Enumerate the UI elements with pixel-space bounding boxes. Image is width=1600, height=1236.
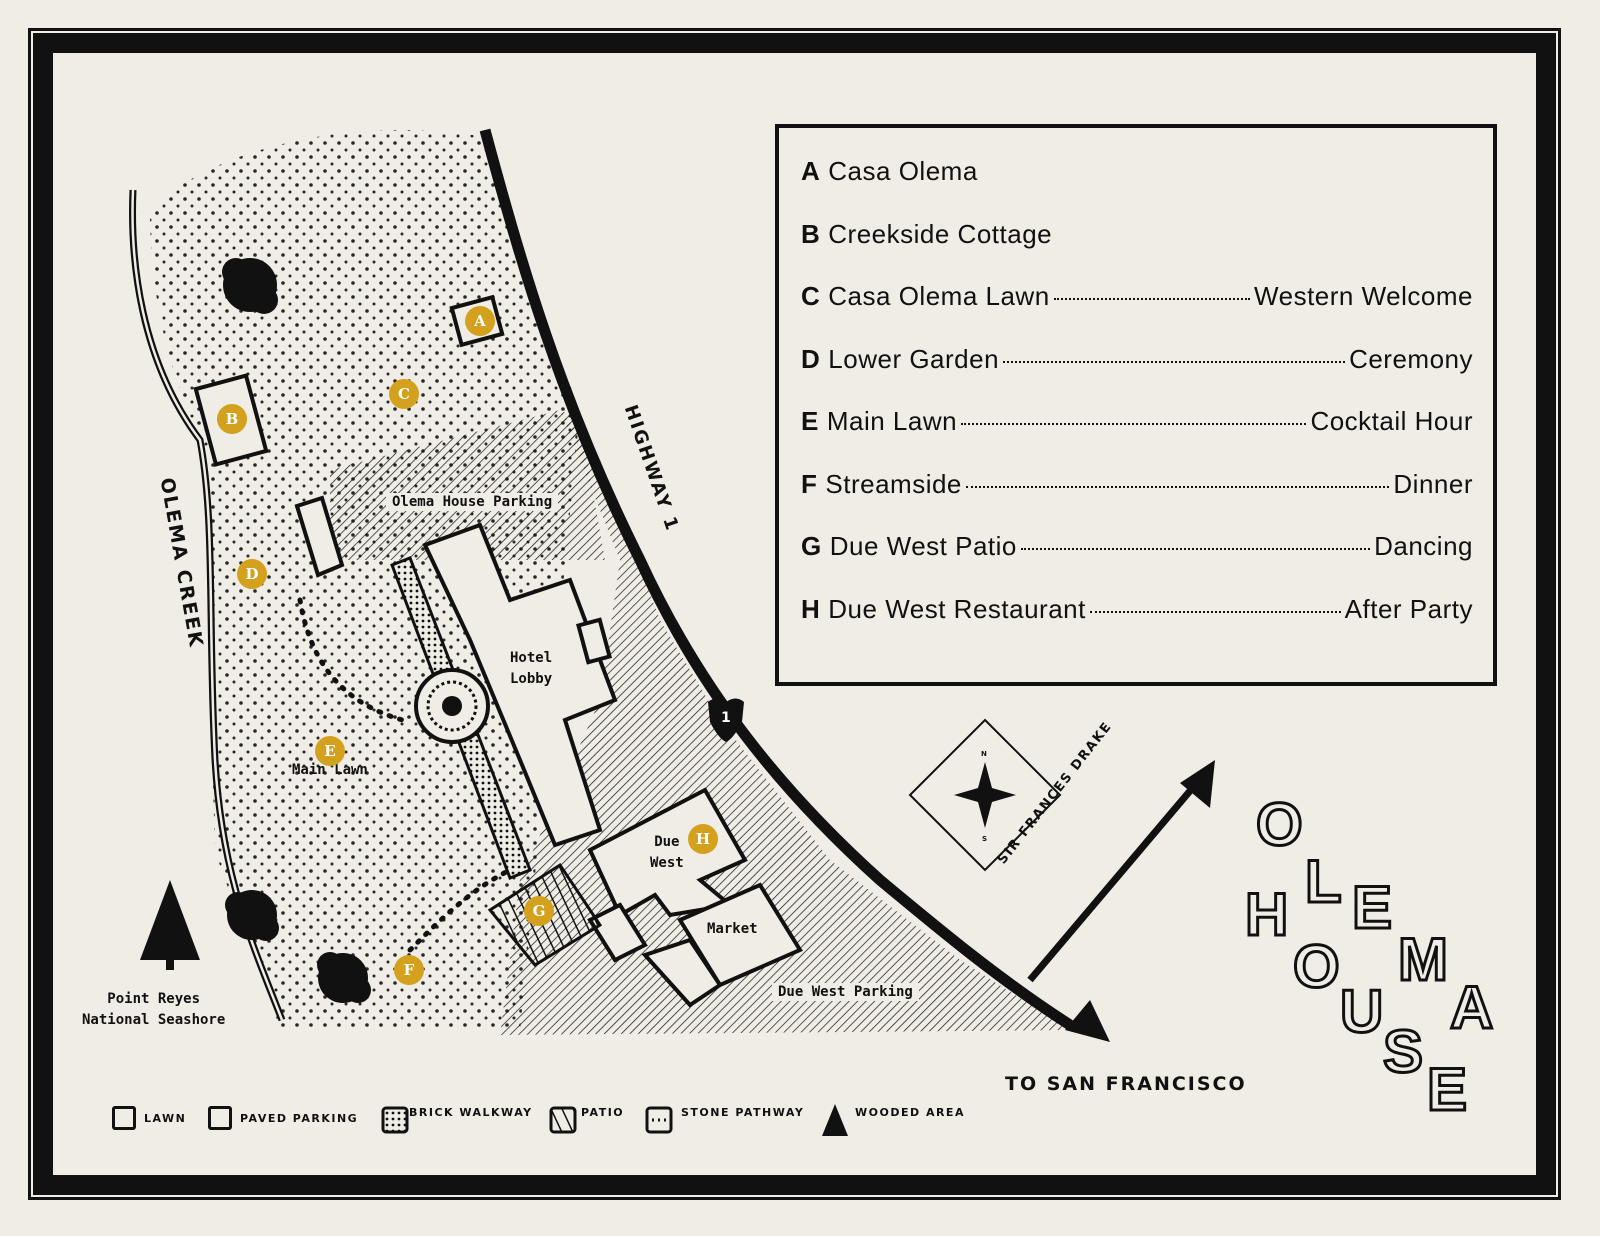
- key-paved-parking: PAVED PARKING: [208, 1106, 358, 1130]
- key-patio: PATIO: [581, 1106, 625, 1119]
- pin-f[interactable]: F: [394, 955, 424, 985]
- hotel-annex: [576, 617, 612, 665]
- key-brick-swatch: [381, 1106, 409, 1134]
- pin-e[interactable]: E: [315, 736, 345, 766]
- legend-letter: F: [801, 468, 818, 499]
- hotel-lobby-label: Hotel Lobby: [510, 650, 553, 687]
- compass-star-icon: [954, 762, 1016, 828]
- pin-d[interactable]: D: [237, 559, 267, 589]
- key-lawn: LAWN: [112, 1106, 186, 1130]
- legend-letter: E: [801, 406, 819, 436]
- outer-frame: [28, 28, 1561, 1200]
- highway-1-road: [479, 128, 1073, 1030]
- lawn-area: [150, 130, 580, 1030]
- brand-letter: O: [1292, 933, 1342, 1000]
- legend-event: Ceremony: [1349, 343, 1473, 374]
- brand-letter: E: [1425, 1056, 1468, 1123]
- stone-pathway-2: [407, 867, 513, 953]
- sir-frances-drake-road: [1027, 782, 1198, 983]
- legend-place: Casa Olema: [828, 156, 978, 186]
- legend-event: Dinner: [1393, 468, 1473, 499]
- key-brick-walkway: BRICK WALKWAY: [409, 1106, 533, 1119]
- pine-tree-icon: [140, 880, 200, 960]
- brand-letter: L: [1304, 848, 1344, 915]
- key-patio-swatch: [549, 1106, 577, 1134]
- brand-letter: A: [1448, 974, 1494, 1041]
- legend-place: Due West Restaurant: [828, 593, 1086, 624]
- pin-c[interactable]: C: [389, 379, 419, 409]
- brand-letter: U: [1338, 978, 1384, 1045]
- pin-g[interactable]: G: [524, 896, 554, 926]
- compass-north-label: N: [981, 750, 987, 758]
- legend-event: Cocktail Hour: [1310, 406, 1473, 436]
- brand-letter: M: [1397, 926, 1450, 993]
- legend-leader-dots: [965, 485, 1390, 488]
- due-west-label: Due West: [650, 834, 684, 871]
- key-stone-pathway: STONE PATHWAY: [681, 1106, 805, 1119]
- legend-letter: A: [801, 156, 821, 186]
- pin-h[interactable]: H: [688, 824, 718, 854]
- legend-letter: B: [801, 218, 821, 249]
- sir-frances-drake-arrow: [1180, 760, 1215, 808]
- legend-event: Dancing: [1374, 531, 1473, 561]
- olema-house-parking-label: Olema House Parking: [386, 493, 559, 511]
- legend-place: Streamside: [825, 468, 962, 499]
- legend-place: Creekside Cottage: [828, 218, 1053, 249]
- compass-south-label: S: [982, 835, 988, 843]
- legend-letter: C: [801, 281, 821, 311]
- to-san-francisco-arrow: [1065, 1000, 1110, 1042]
- highway-shield-number: 1: [721, 710, 731, 726]
- market-label: Market: [707, 921, 758, 937]
- olema-house-parking-area: [330, 410, 605, 560]
- legend-letter: D: [801, 343, 821, 374]
- point-reyes-label: Point Reyes National Seashore: [82, 991, 226, 1028]
- inner-frame: [33, 33, 1556, 1195]
- small-building-2: [587, 902, 648, 963]
- due-west-parking-label: Due West Parking: [772, 983, 919, 1001]
- hotel-lobby-building: [422, 522, 618, 848]
- legend-event: After Party: [1344, 593, 1473, 624]
- legend-place: Casa Olema Lawn: [828, 281, 1050, 311]
- brand-letter: E: [1350, 874, 1393, 941]
- legend-place: Due West Patio: [829, 531, 1017, 561]
- fountain-icon: [442, 696, 462, 716]
- stone-pathway: [297, 597, 413, 725]
- tree-clusters: [222, 258, 371, 1003]
- small-building: [294, 495, 345, 578]
- legend-leader-dots: [1003, 360, 1346, 363]
- brand-letter: H: [1243, 881, 1289, 948]
- pin-b[interactable]: B: [217, 404, 247, 434]
- market-annex: [641, 937, 723, 1008]
- legend-event: Western Welcome: [1254, 281, 1473, 311]
- key-wooded-area: WOODED AREA: [855, 1106, 965, 1119]
- key-wooded-icon: [822, 1104, 848, 1136]
- pin-a[interactable]: A: [465, 306, 495, 336]
- to-san-francisco-label: TO SAN FRANCISCO: [1005, 1073, 1247, 1095]
- brand-letter: S: [1381, 1018, 1424, 1085]
- legend-place: Main Lawn: [826, 406, 958, 436]
- main-lawn-label: Main Lawn: [292, 762, 368, 778]
- legend-leader-dots: [1089, 610, 1341, 613]
- legend-place: Lower Garden: [828, 343, 1000, 374]
- legend-letter: G: [801, 531, 822, 561]
- legend-leader-dots: [1053, 298, 1251, 300]
- legend-leader-dots: [1020, 548, 1371, 550]
- legend-leader-dots: [961, 423, 1307, 425]
- brand-letter: O: [1255, 791, 1305, 858]
- legend-letter: H: [801, 593, 821, 624]
- highway-shield-icon: [708, 698, 744, 742]
